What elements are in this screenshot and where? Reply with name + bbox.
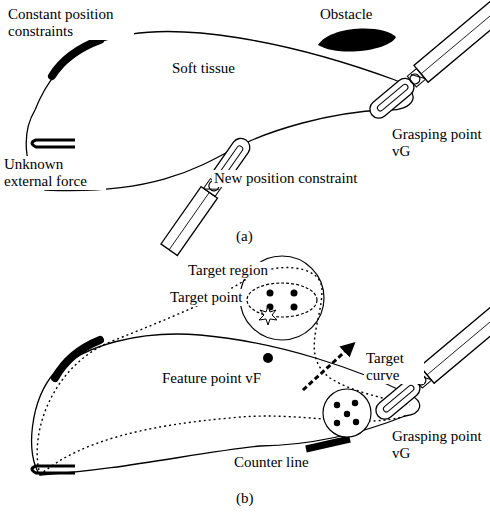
label: Counter line xyxy=(232,454,311,471)
label: Grasping point vG xyxy=(390,126,486,160)
soft-tissue-outline xyxy=(32,334,420,475)
label: Constant position constraints xyxy=(6,6,134,40)
label: (b) xyxy=(234,490,256,507)
label: New position constraint xyxy=(212,170,359,187)
grasping-tool xyxy=(365,0,490,123)
counter-line xyxy=(306,439,350,449)
grasp-dots xyxy=(334,400,359,426)
target-point-star xyxy=(259,306,277,325)
label: Feature point vF xyxy=(160,370,263,387)
feature-point xyxy=(263,353,273,363)
constant-constraint xyxy=(52,40,100,76)
target-dots xyxy=(267,290,298,311)
constraint-tool xyxy=(161,134,254,255)
label: Soft tissue xyxy=(170,60,237,77)
target-curve xyxy=(303,347,350,390)
label: Target curve xyxy=(364,350,424,384)
label: Target region xyxy=(186,262,270,279)
external-force-hook xyxy=(32,466,75,473)
label: Unknown external force xyxy=(2,156,106,190)
label: Grasping point vG xyxy=(390,428,486,462)
constant-constraint xyxy=(55,340,100,378)
grasp-region xyxy=(323,389,371,437)
external-force-hook xyxy=(32,140,75,147)
target-ellipse xyxy=(247,283,317,317)
obstacle xyxy=(318,28,396,51)
label: (a) xyxy=(234,228,255,245)
label: Obstacle xyxy=(318,6,374,23)
deformed-outline xyxy=(37,268,410,475)
label: Target point xyxy=(168,289,244,306)
